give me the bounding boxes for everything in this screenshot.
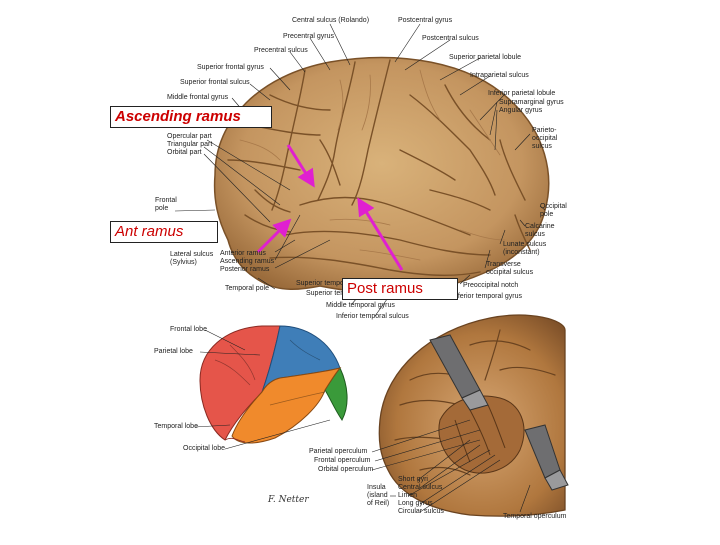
label-intraparietal-sulcus: Intraparietal sulcus [470,72,529,79]
lobe-diagram [194,325,348,450]
label-short-gyri: Short gyri [398,476,428,483]
callout-ascending-ramus: Ascending ramus [110,106,272,128]
artist-signature: F. Netter [268,495,309,505]
label-precentral-gyrus: Precentral gyrus [283,33,334,40]
retractor-right [524,424,569,491]
label-middle-frontal-gyrus: Middle frontal gyrus [167,94,229,101]
label-limen: Limen [398,492,418,499]
label-frontal-pole: Frontal pole [155,197,177,212]
label-ascending-ramus: Ascending ramus [220,258,275,265]
label-preoccipital-notch: Preoccipital notch [463,282,519,289]
label-superior-parietal-lobule: Superior parietal lobule [449,54,521,61]
label-transverse-occipital-sulcus: Transverse occipital sulcus [486,261,534,276]
label-postcentral-sulcus: Postcentral sulcus [422,35,479,42]
insula-view [371,314,569,517]
label-posterior-ramus: Posterior ramus [220,266,270,273]
lateral-brain-view [213,56,550,294]
label-precentral-sulcus: Precentral sulcus [254,47,308,54]
label-central-sulcus: Central sulcus (Rolando) [292,17,370,24]
label-superior-temporal-gyrus: Superior temporal gyrus [296,280,371,287]
label-inferior-temporal-sulcus: Inferior temporal sulcus [336,313,409,320]
callout-ant-ramus: Ant ramus [110,221,218,243]
label-parietal-operculum: Parietal operculum [309,448,368,455]
arrow-anterior [256,218,292,254]
label-supramarginal-gyrus: Supramarginal gyrus [499,99,564,106]
label-middle-temporal-gyrus: Middle temporal gyrus [326,302,395,309]
label-orbital-part: Orbital part [167,149,202,156]
label-long-gyrus: Long gyrus [398,500,433,507]
label-anterior-ramus: Anterior ramus [220,250,266,257]
label-circular-sulcus: Circular sulcus [398,508,444,515]
label-superior-frontal-sulcus: Superior frontal sulcus [180,79,250,86]
callout-post-ramus: Post ramus [342,278,458,300]
leader-lines [174,23,546,317]
label-occipital-lobe: Occipital lobe [183,445,226,452]
label-frontal-lobe: Frontal lobe [170,326,207,333]
arrow-ascending [286,144,315,188]
label-calcarine-sulcus: Calcarine sulcus [525,223,555,238]
label-central-sulcus-insula: Central sulcus [398,484,443,491]
label-temporal-operculum: Temporal operculum [503,513,567,520]
label-lateral-sulcus: Lateral sulcus (Sylvius) [170,251,214,266]
label-postcentral-gyrus: Postcentral gyrus [398,17,453,24]
label-temporal-lobe: Temporal lobe [154,423,198,430]
label-temporal-pole: Temporal pole [225,285,269,292]
label-triangular-part: Triangular part [167,141,213,148]
temporal-lobe-region [231,367,342,444]
retractor-left [429,334,489,411]
arrow-posterior [357,197,404,271]
label-parietal-lobe: Parietal lobe [154,348,193,355]
label-inferior-parietal-lobule: Inferior parietal lobule [488,90,556,97]
label-occipital-pole: Occipital pole [540,203,567,218]
label-insula: Insula (island of Reil) [367,484,390,507]
label-parieto-occipital-sulcus: Parieto- occipital sulcus [532,127,558,150]
pointer-arrows [256,144,404,271]
label-lunate-sulcus: Lunate sulcus (inconstant) [503,241,547,256]
label-superior-frontal-gyrus: Superior frontal gyrus [197,64,264,71]
label-inferior-temporal-gyrus: Inferior temporal gyrus [452,293,523,300]
label-opercular-part: Opercular part [167,133,212,140]
label-frontal-operculum: Frontal operculum [314,457,371,464]
label-orbital-operculum: Orbital operculum [318,466,374,473]
label-angular-gyrus: Angular gyrus [499,107,543,114]
